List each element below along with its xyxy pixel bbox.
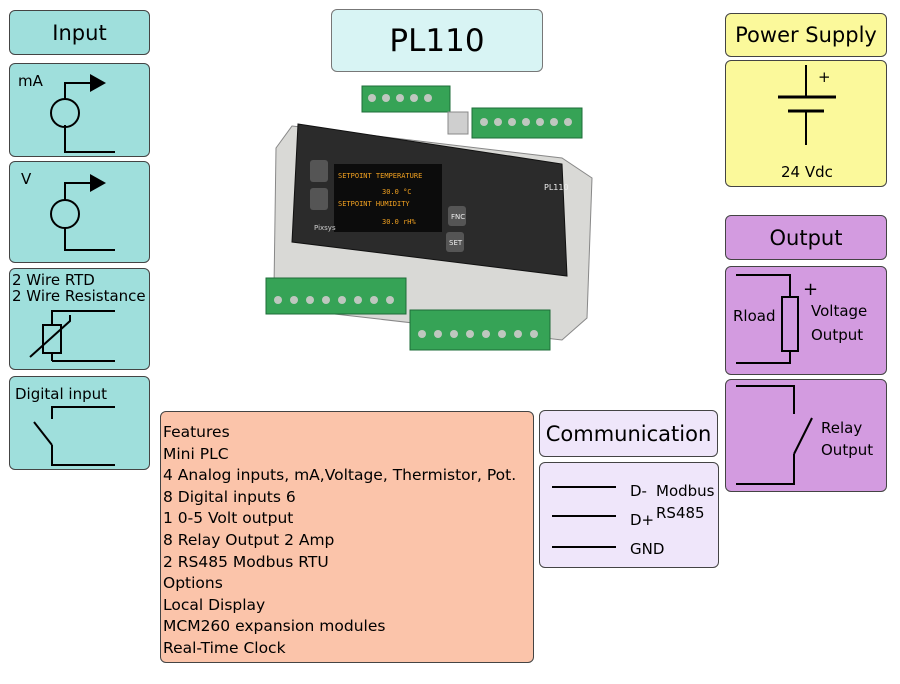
- feature-line: 4 Analog inputs, mA,Voltage, Thermistor,…: [163, 466, 517, 485]
- input-digital-label: Digital input: [15, 385, 107, 403]
- svg-text:30.0 rH%: 30.0 rH%: [382, 218, 417, 226]
- power-header-box: Power Supply: [725, 13, 887, 57]
- input-ma-label: mA: [18, 72, 43, 90]
- power-voltage: 24 Vdc: [781, 163, 833, 181]
- rload-label: Rload: [733, 307, 776, 325]
- communication-header: Communication: [545, 421, 712, 446]
- input-ma-box: mA: [9, 63, 150, 157]
- feature-line: Local Display: [163, 595, 266, 614]
- voltage-output-plus: +: [803, 279, 819, 300]
- gnd-label: GND: [630, 540, 665, 558]
- relay-output-box: Relay Output: [725, 379, 887, 492]
- communication-wiring-box: D- D+ GND Modbus RS485: [539, 462, 719, 568]
- power-plus-sign: +: [818, 68, 831, 86]
- feature-line: Mini PLC: [163, 444, 229, 463]
- feature-line: 2 RS485 Modbus RTU: [163, 552, 329, 571]
- plc-device-image: FNC SET SETPOINT TEMPERATURE 30.0 °C SET…: [265, 85, 593, 351]
- voltage-output-label-2: Output: [811, 326, 864, 344]
- feature-line: Features: [163, 423, 230, 441]
- resistor-symbol: [736, 274, 799, 364]
- feature-line: 8 Digital inputs 6: [163, 487, 296, 506]
- d-minus-label: D-: [630, 482, 647, 500]
- feature-line: Options: [163, 574, 223, 593]
- svg-text:PL110: PL110: [544, 183, 569, 192]
- relay-output-label-1: Relay: [821, 419, 863, 437]
- relay-output-label-2: Output: [821, 441, 874, 459]
- output-header: Output: [769, 225, 843, 250]
- input-header: Input: [52, 20, 107, 45]
- svg-text:Pixsys: Pixsys: [314, 224, 336, 232]
- power-symbol-box: + 24 Vdc: [725, 60, 887, 187]
- battery-symbol: [778, 65, 836, 145]
- feature-line: 8 Relay Output 2 Amp: [163, 530, 335, 549]
- power-header: Power Supply: [735, 23, 877, 47]
- d-plus-label: D+: [630, 511, 655, 529]
- input-header-box: Input: [9, 10, 150, 55]
- rs485-lines: [552, 486, 616, 548]
- svg-text:SETPOINT TEMPERATURE: SETPOINT TEMPERATURE: [338, 172, 422, 180]
- voltage-output-box: Rload + Voltage Output: [725, 266, 887, 375]
- thermistor-symbol: [29, 310, 115, 362]
- input-rtd-label-2: 2 Wire Resistance: [12, 287, 146, 305]
- input-digital-box: Digital input: [9, 376, 150, 470]
- svg-text:SETPOINT HUMIDITY: SETPOINT HUMIDITY: [338, 200, 410, 208]
- modbus-label: Modbus: [656, 482, 715, 500]
- page-title: PL110: [389, 22, 485, 59]
- voltage-output-label-1: Voltage: [811, 302, 868, 320]
- current-source-symbol: [50, 74, 115, 153]
- input-v-label: V: [21, 170, 32, 188]
- feature-line: 1 0-5 Volt output: [163, 509, 294, 528]
- svg-text:SET: SET: [449, 239, 463, 247]
- rs485-label: RS485: [656, 504, 705, 522]
- feature-line: MCM260 expansion modules: [163, 617, 386, 636]
- input-v-box: V: [9, 161, 150, 263]
- input-rtd-label-1: 2 Wire RTD: [12, 271, 95, 289]
- relay-switch-symbol: [736, 385, 813, 485]
- features-box: Features Mini PLC 4 Analog inputs, mA,Vo…: [160, 411, 534, 663]
- communication-header-box: Communication: [539, 410, 718, 457]
- title-box: PL110: [331, 9, 543, 72]
- switch-symbol: [33, 406, 115, 466]
- output-header-box: Output: [725, 215, 887, 260]
- svg-text:30.0 °C: 30.0 °C: [382, 188, 412, 196]
- svg-text:FNC: FNC: [451, 213, 465, 221]
- input-rtd-box: 2 Wire RTD 2 Wire Resistance: [9, 268, 150, 370]
- voltage-source-symbol: [50, 174, 115, 251]
- feature-line: Real-Time Clock: [163, 638, 286, 657]
